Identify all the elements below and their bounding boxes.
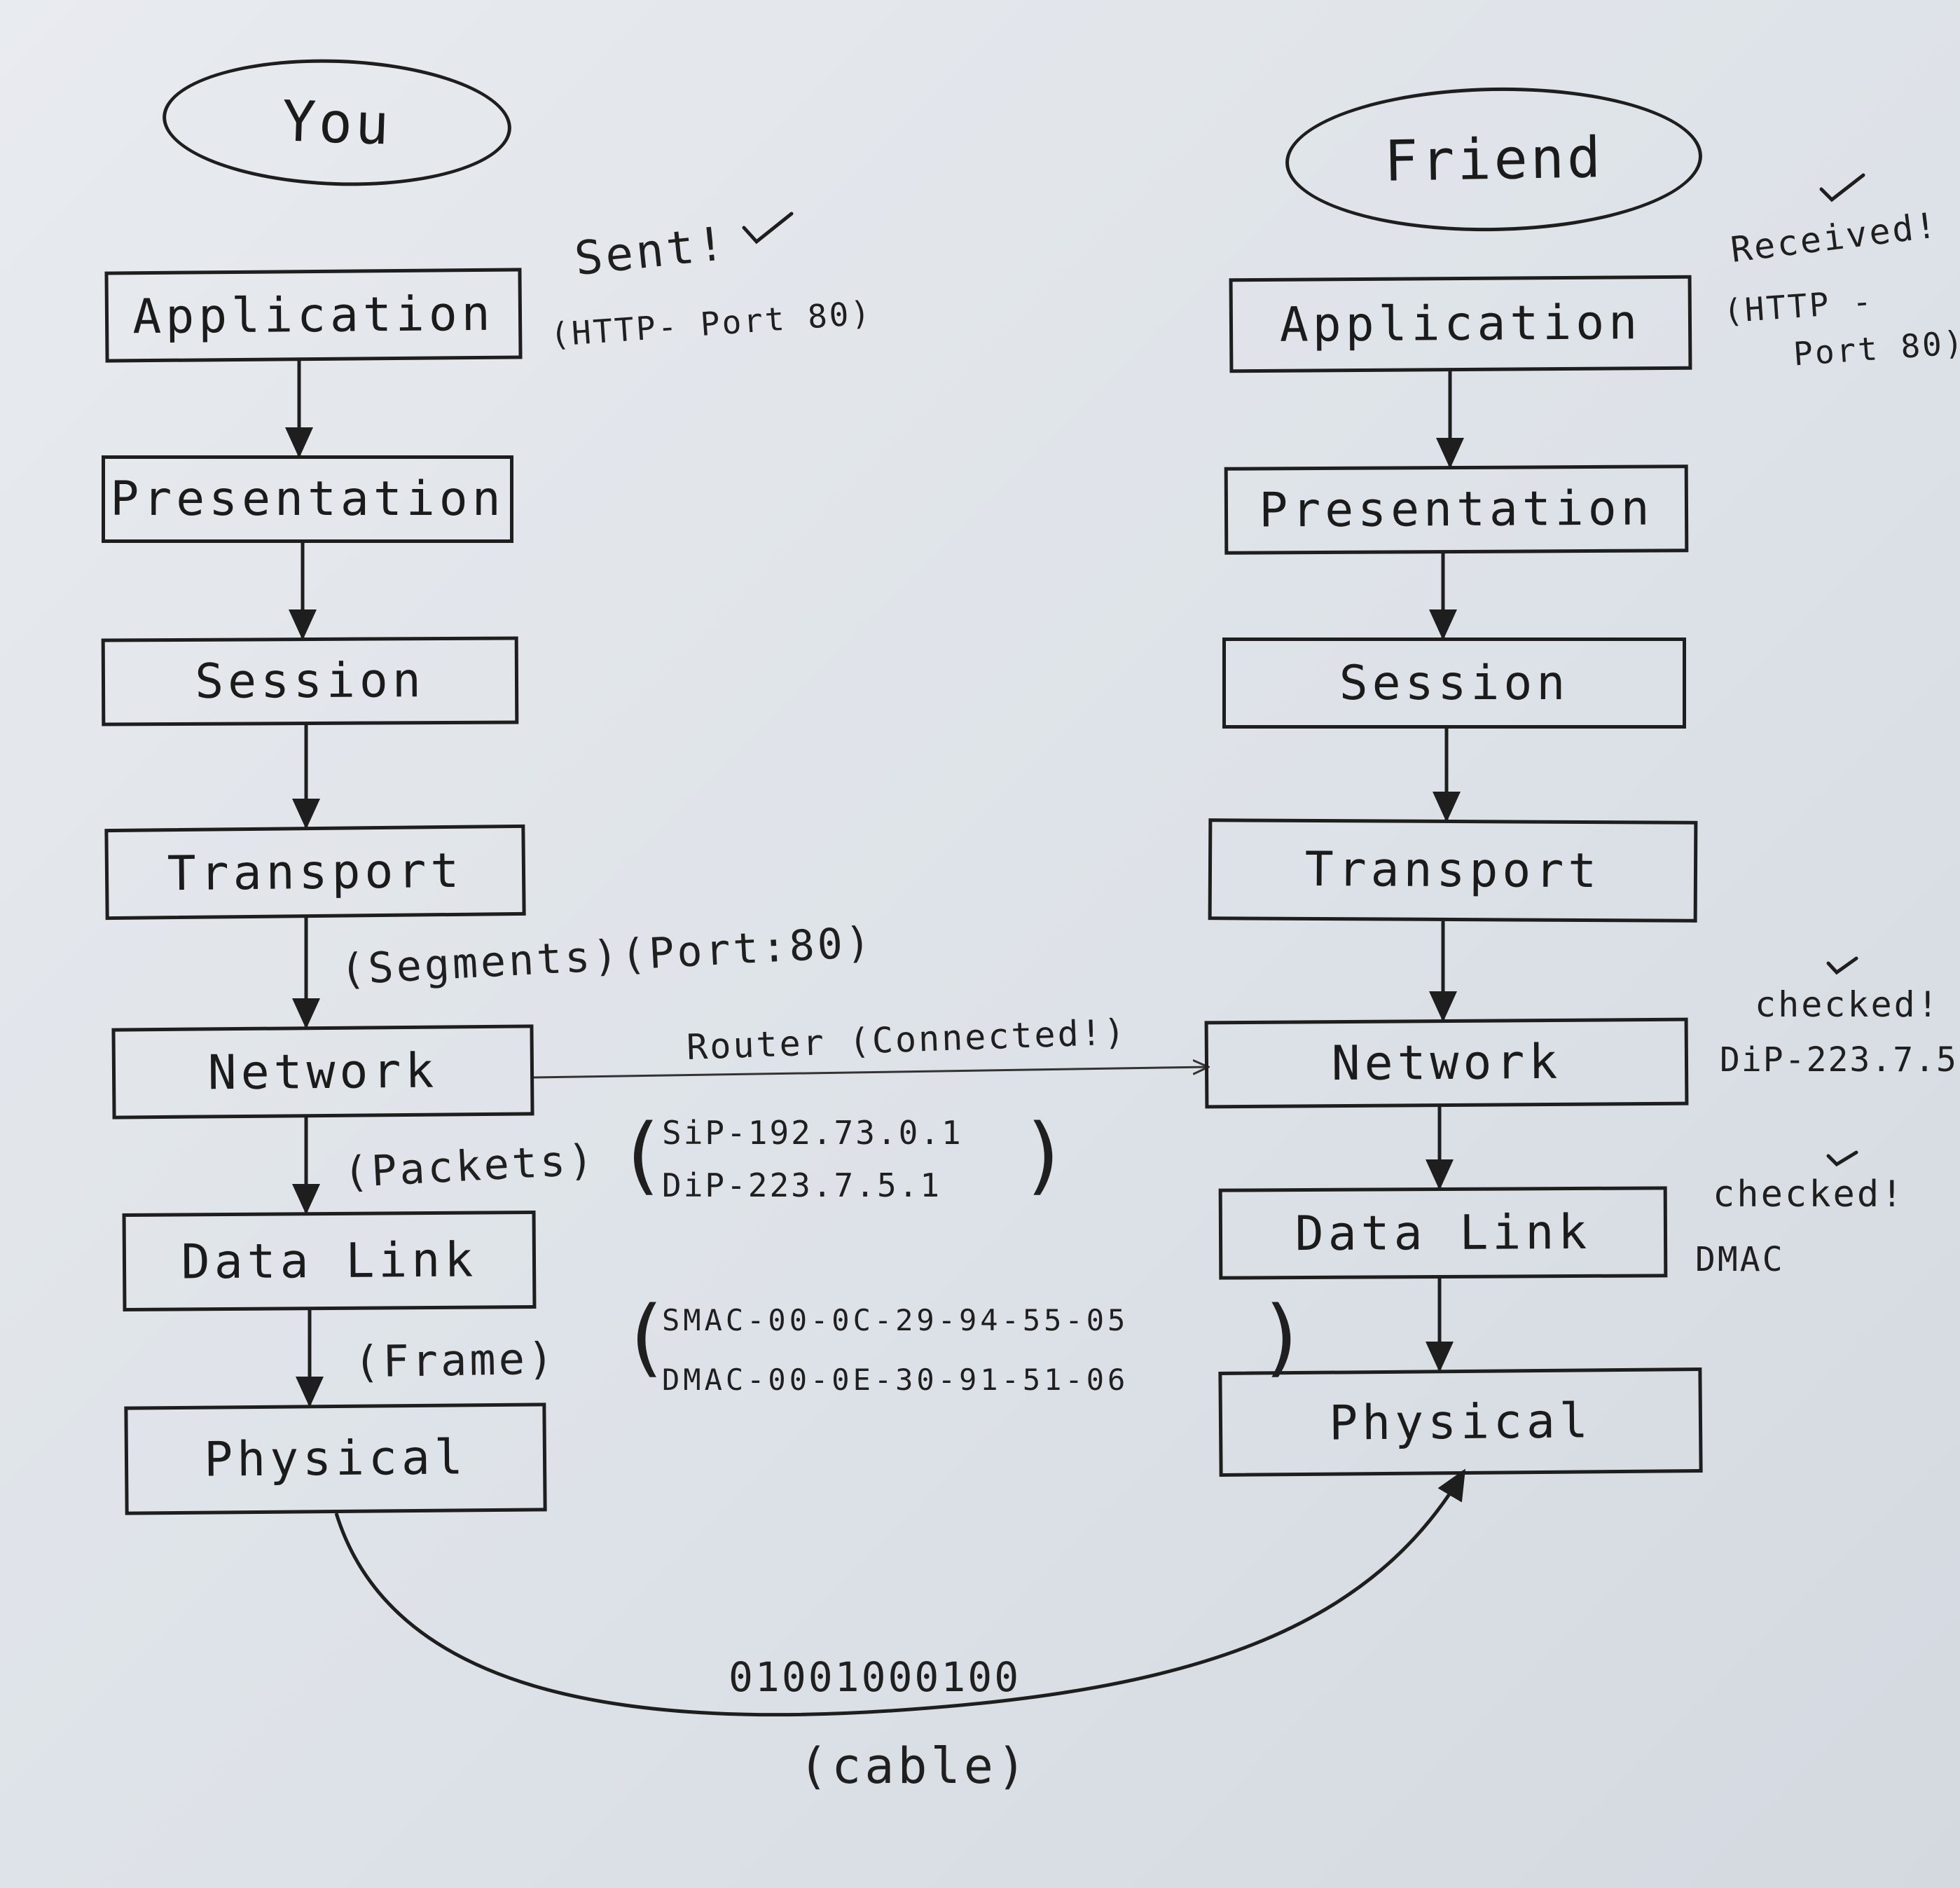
sent-checkmark: [742, 212, 794, 244]
datalink-checked-label: checked!: [1713, 1173, 1905, 1215]
you-layer-transport: Transport: [104, 824, 526, 921]
you-layer-session: Session: [101, 636, 519, 726]
source-ip-label: SiP-192.73.0.1: [662, 1114, 963, 1152]
friend-layer-transport: Transport: [1208, 818, 1698, 923]
bits-label: 01001000100: [729, 1653, 1021, 1701]
you-layer-presentation: Presentation: [102, 455, 513, 543]
router-arrow: [533, 1067, 1208, 1079]
cable-label: (cable): [799, 1737, 1030, 1795]
friend-layer-network: Network: [1204, 1017, 1689, 1109]
ip-brace-open: (: [616, 1107, 668, 1204]
friend-layer-application: Application: [1229, 275, 1692, 373]
frame-label: (Frame): [353, 1332, 557, 1388]
source-mac-label: SMAC-00-0C-29-94-55-05: [662, 1303, 1129, 1337]
destination-ip-label: DiP-223.7.5.1: [662, 1166, 942, 1204]
you-layer-datalink: Data Link: [122, 1210, 537, 1312]
mac-brace-open: (: [620, 1289, 671, 1386]
datalink-checkmark: [1826, 1150, 1858, 1167]
cable-curve: [334, 1468, 1466, 1717]
network-checkmark: [1826, 956, 1858, 975]
friend-layer-presentation: Presentation: [1224, 464, 1689, 555]
friend-layer-datalink: Data Link: [1218, 1186, 1668, 1280]
you-layer-physical: Physical: [124, 1403, 547, 1515]
ip-brace-close: ): [1019, 1107, 1070, 1204]
datalink-dmac-label: DMAC: [1695, 1240, 1785, 1279]
you-layer-network: Network: [111, 1024, 534, 1119]
mac-brace-close: ): [1257, 1289, 1309, 1386]
network-dip-label: DiP-223.7.5.: [1720, 1040, 1960, 1080]
network-checked-label: checked!: [1755, 984, 1940, 1025]
friend-layer-session: Session: [1222, 638, 1686, 729]
received-checkmark: [1819, 173, 1865, 202]
you-layer-application: Application: [104, 268, 523, 363]
destination-mac-label: DMAC-00-0E-30-91-51-06: [662, 1363, 1129, 1397]
